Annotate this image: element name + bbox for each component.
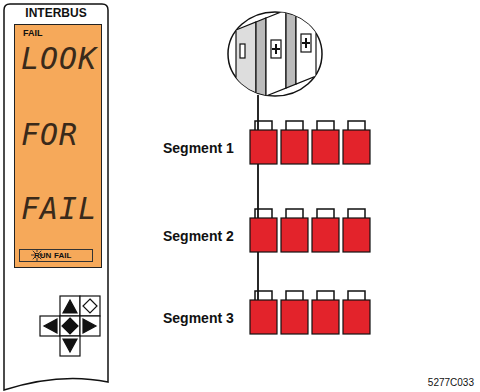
bus-loop (255, 291, 272, 300)
lcd-display: FAILLOOKFORFAILRUNFAIL (14, 24, 102, 268)
lcd-text: FOR (21, 117, 78, 152)
device-housing (4, 4, 108, 390)
bus-device (250, 218, 277, 252)
bus-loop (286, 291, 303, 300)
bus-device (312, 300, 339, 334)
bus-loop (286, 121, 303, 130)
bus-loop (348, 121, 365, 130)
bus-device (250, 300, 277, 334)
bus-loop (348, 291, 365, 300)
bus-loop (255, 121, 272, 130)
status-text: RUN (34, 251, 51, 260)
status-bar: RUNFAIL (19, 249, 93, 262)
bus-loop (255, 209, 272, 218)
bus-device (343, 218, 370, 252)
keypad (40, 296, 100, 356)
bus-device (250, 130, 277, 164)
status-text: FAIL (54, 251, 71, 260)
bus-loop (286, 209, 303, 218)
lcd-text: FAIL (21, 191, 97, 226)
bus-device (312, 218, 339, 252)
status-text: FAIL (23, 28, 43, 38)
segment-label: Segment 2 (163, 228, 234, 244)
segment-label: Segment 1 (163, 140, 234, 156)
bus-device (281, 218, 308, 252)
bus-device (343, 300, 370, 334)
figure-code: 5277C033 (428, 377, 474, 388)
bus-device (343, 130, 370, 164)
bus-device (281, 130, 308, 164)
lcd-text: LOOK (21, 41, 97, 76)
bus-trunk (257, 95, 259, 300)
bus-loop (317, 209, 334, 218)
bus-loop (317, 291, 334, 300)
bus-device (312, 130, 339, 164)
segment-label: Segment 3 (163, 310, 234, 326)
bus-loop (317, 121, 334, 130)
bus-device (281, 300, 308, 334)
bus-loop (348, 209, 365, 218)
device-panel: INTERBUSFAILLOOKFORFAILRUNFAIL (4, 4, 108, 382)
device-name: INTERBUS (4, 6, 108, 20)
module-oval (228, 0, 322, 108)
bus-segments (250, 95, 370, 334)
